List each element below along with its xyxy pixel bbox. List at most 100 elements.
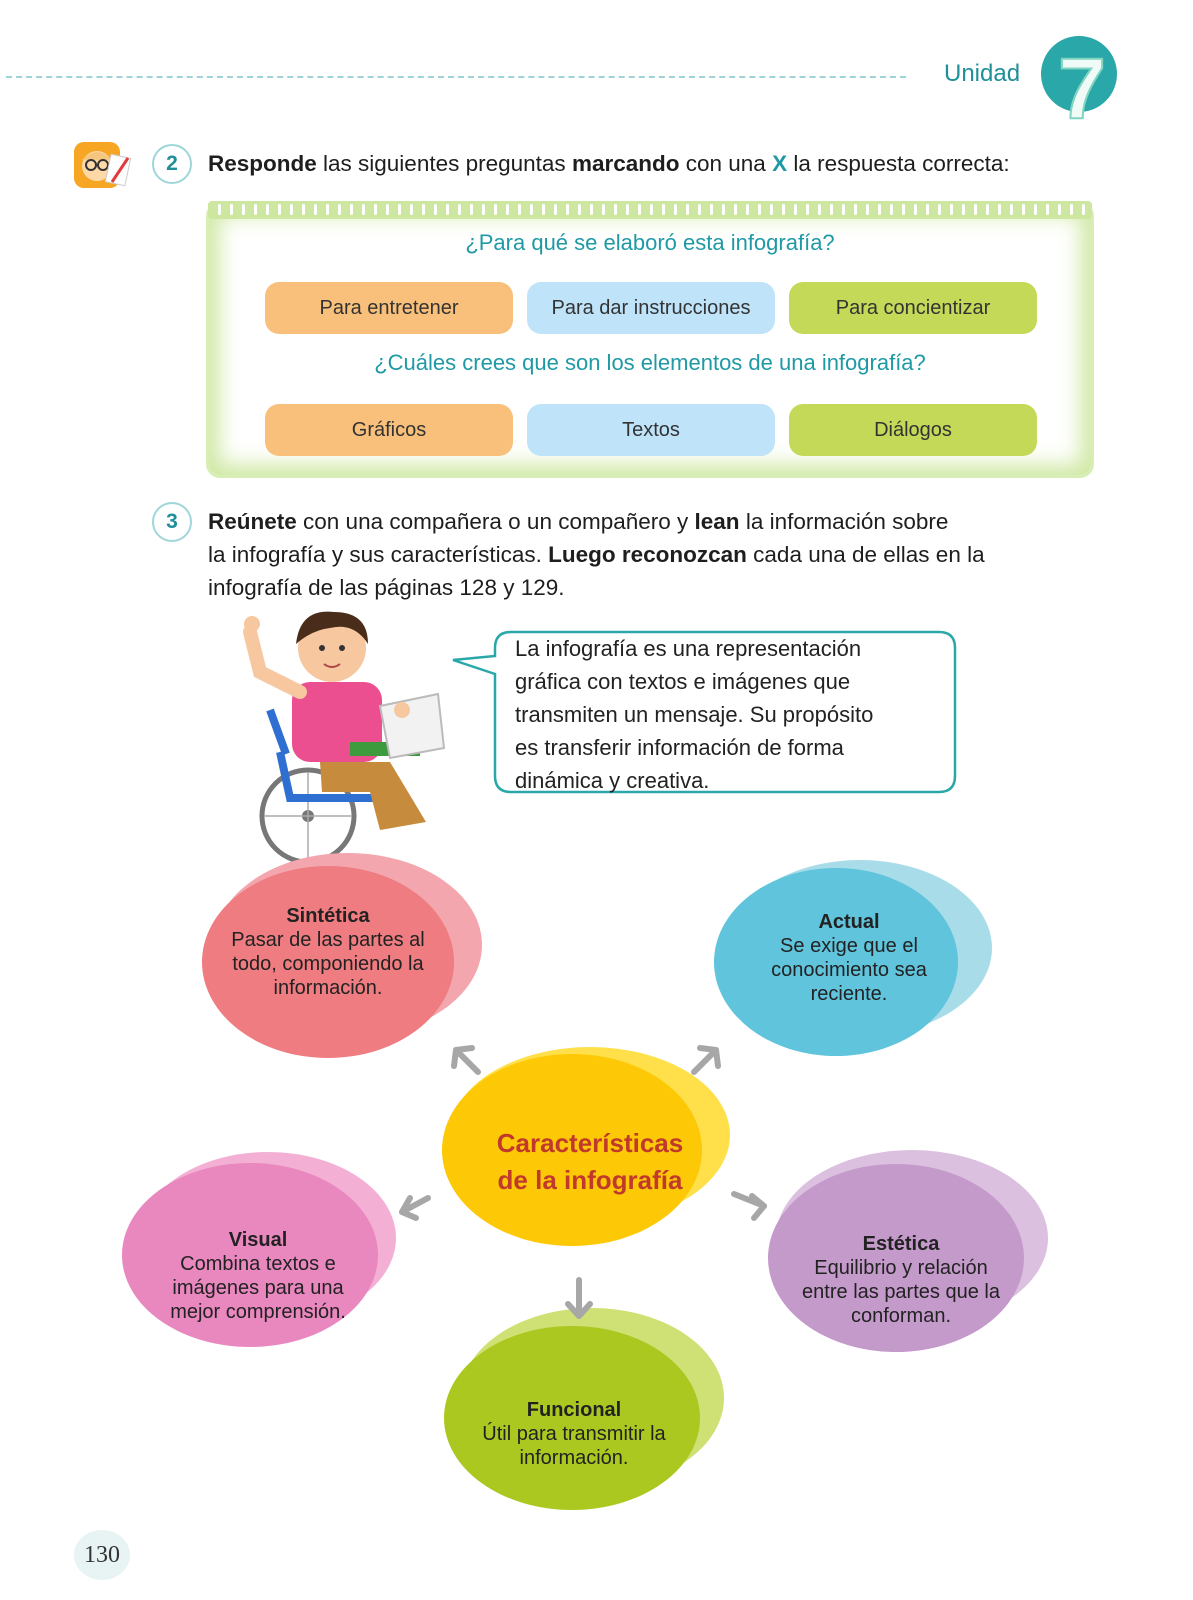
node-center (442, 1054, 702, 1246)
spiral-hole (914, 204, 917, 215)
unit-number: 7 (1058, 41, 1106, 126)
spiral-hole (770, 204, 773, 215)
arrow-to-funcional (565, 1277, 593, 1319)
arrow-to-actual (691, 1045, 721, 1075)
spiral-hole (254, 204, 257, 215)
spiral-hole (566, 204, 569, 215)
unit-badge: 7 (1041, 36, 1117, 126)
spiral-hole (470, 204, 473, 215)
spiral-hole (686, 204, 689, 215)
spiral-hole (830, 204, 833, 215)
spiral-hole (674, 204, 677, 215)
spiral-hole (902, 204, 905, 215)
spiral-hole (698, 204, 701, 215)
node-funcional (444, 1326, 700, 1510)
spiral-hole (542, 204, 545, 215)
node-estetica (768, 1164, 1024, 1352)
option-para-concientizar[interactable]: Para concientizar (789, 282, 1037, 334)
spiral-hole (1058, 204, 1061, 215)
option-para-dar-instrucciones[interactable]: Para dar instrucciones (527, 282, 775, 334)
spiral-hole (806, 204, 809, 215)
spiral-hole (722, 204, 725, 215)
activity3-line-2: la infografía y sus características. Lue… (208, 542, 985, 567)
spiral-hole (878, 204, 881, 215)
spiral-hole (782, 204, 785, 215)
option-para-entretener[interactable]: Para entretener (265, 282, 513, 334)
option-dialogos[interactable]: Diálogos (789, 404, 1037, 456)
option-graficos[interactable]: Gráficos (265, 404, 513, 456)
arrow-to-estetica (731, 1191, 767, 1221)
spiral-hole (638, 204, 641, 215)
spiral-hole (446, 204, 449, 215)
spiral-hole (866, 204, 869, 215)
spiral-hole (614, 204, 617, 215)
spiral-hole (986, 204, 989, 215)
spiral-hole (650, 204, 653, 215)
node-visual (122, 1163, 378, 1347)
spiral-hole (998, 204, 1001, 215)
notebook-spiral-edge (208, 201, 1092, 219)
spiral-hole (398, 204, 401, 215)
spiral-hole (938, 204, 941, 215)
boy-wheelchair-illustration (243, 611, 446, 862)
spiral-hole (974, 204, 977, 215)
funcional-text: Funcional Útil para transmitir la inform… (482, 1399, 666, 1469)
spiral-hole (1046, 204, 1049, 215)
spiral-hole (710, 204, 713, 215)
node-actual (714, 868, 958, 1056)
arrow-to-sintetica (451, 1045, 481, 1075)
characteristics-diagram (122, 853, 1048, 1510)
node-sintetica (202, 866, 454, 1058)
spiral-hole (1010, 204, 1013, 215)
spiral-hole (494, 204, 497, 215)
spiral-hole (314, 204, 317, 215)
spiral-hole (818, 204, 821, 215)
spiral-hole (602, 204, 605, 215)
spiral-hole (1034, 204, 1037, 215)
teacher-icon (74, 142, 132, 188)
header-dashed-line (6, 76, 906, 78)
arrow-to-visual (399, 1195, 431, 1221)
question-2: ¿Cuáles crees que son los elementos de u… (374, 350, 926, 375)
spiral-hole (950, 204, 953, 215)
spiral-hole (326, 204, 329, 215)
spiral-hole (386, 204, 389, 215)
spiral-hole (1070, 204, 1073, 215)
spiral-hole (578, 204, 581, 215)
actual-text: Actual Se exige que el conocimiento sea … (771, 911, 927, 1005)
option-textos[interactable]: Textos (527, 404, 775, 456)
activity2-instruction: Responde las siguientes preguntas marcan… (208, 151, 1010, 176)
spiral-hole (242, 204, 245, 215)
spiral-hole (278, 204, 281, 215)
spiral-hole (1022, 204, 1025, 215)
visual-text: Visual Combina textos e imágenes para un… (170, 1229, 346, 1323)
spiral-hole (854, 204, 857, 215)
spiral-hole (422, 204, 425, 215)
activity3-line-3: infografía de las páginas 128 y 129. (208, 575, 565, 600)
spiral-hole (962, 204, 965, 215)
sintetica-text: Sintética Pasar de las partes al todo, c… (231, 905, 425, 999)
activity-number-3: 3 (152, 502, 192, 542)
spiral-hole (734, 204, 737, 215)
spiral-hole (266, 204, 269, 215)
unit-label: Unidad (944, 60, 1021, 87)
spiral-hole (482, 204, 485, 215)
spiral-hole (362, 204, 365, 215)
bubble-text: La infografía es una representación gráf… (515, 636, 874, 793)
spiral-hole (794, 204, 797, 215)
spiral-hole (410, 204, 413, 215)
spiral-hole (518, 204, 521, 215)
diagram-center-title: Características de la infografía (496, 1128, 684, 1195)
spiral-hole (758, 204, 761, 215)
spiral-hole (1082, 204, 1085, 215)
spiral-hole (338, 204, 341, 215)
spiral-hole (458, 204, 461, 215)
spiral-hole (530, 204, 533, 215)
activity-number-2: 2 (152, 144, 192, 184)
spiral-hole (230, 204, 233, 215)
spiral-hole (374, 204, 377, 215)
spiral-hole (842, 204, 845, 215)
spiral-hole (626, 204, 629, 215)
page-number: 130 (74, 1530, 130, 1580)
spiral-hole (890, 204, 893, 215)
